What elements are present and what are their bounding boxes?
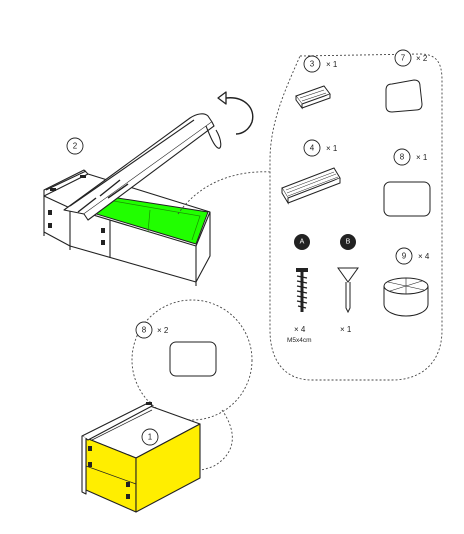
part-3-slat <box>295 85 331 110</box>
hardware-A-spec: M5x4cm <box>287 337 312 344</box>
hardware-A-bolt <box>296 268 308 312</box>
parts-leader-line <box>177 171 273 215</box>
detail-part-8-qty: × 2 <box>157 326 169 335</box>
part-9-number: 9 <box>402 252 407 261</box>
hardware-A-badge: A <box>294 234 310 250</box>
part-7-qty: × 2 <box>416 54 428 63</box>
hardware-B-qty: × 1 <box>340 325 352 334</box>
part-4-slat <box>281 167 341 205</box>
part-8-number: 8 <box>400 153 405 162</box>
closed-bed-base <box>81 401 201 513</box>
raised-lid <box>63 113 215 221</box>
detail-part-8-callout: 8 × 2 <box>135 321 169 339</box>
part-3-callout: 3 × 1 <box>303 55 338 73</box>
part-9-callout: 9 × 4 <box>395 247 430 265</box>
callout-1: 1 <box>141 428 159 446</box>
part-7-callout: 7 × 2 <box>394 49 428 67</box>
part-8-pad <box>383 181 431 217</box>
part-4-qty: × 1 <box>326 144 338 153</box>
callout-1-number: 1 <box>148 433 153 442</box>
hardware-A-letter: A <box>300 239 305 246</box>
part-8-qty: × 1 <box>416 153 428 162</box>
hardware-B-badge: B <box>340 234 356 250</box>
lift-direction-arrow <box>225 97 254 135</box>
part-3-qty: × 1 <box>326 60 338 69</box>
part-7-pad <box>385 79 423 113</box>
callout-2: 2 <box>66 137 84 155</box>
part-4-number: 4 <box>310 144 315 153</box>
detail-part-8-pad <box>169 341 217 377</box>
gas-struts <box>77 179 129 213</box>
callout-2-number: 2 <box>73 142 78 151</box>
hardware-B-letter: B <box>346 239 351 246</box>
lift-strap <box>205 125 222 149</box>
part-4-callout: 4 × 1 <box>303 139 338 157</box>
hardware-B-hex-key <box>337 267 359 314</box>
part-7-number: 7 <box>401 54 406 63</box>
side-brackets <box>48 175 105 245</box>
detail-part-8-number: 8 <box>142 326 147 335</box>
part-8-callout: 8 × 1 <box>393 148 428 166</box>
part-9-qty: × 4 <box>418 252 430 261</box>
part-9-foot <box>383 277 429 317</box>
detail-circle <box>131 299 253 421</box>
parts-panel-border <box>269 53 443 381</box>
hardware-A-qty: × 4 <box>294 325 306 334</box>
part-3-number: 3 <box>310 60 315 69</box>
closed-bed-brackets <box>88 402 152 499</box>
